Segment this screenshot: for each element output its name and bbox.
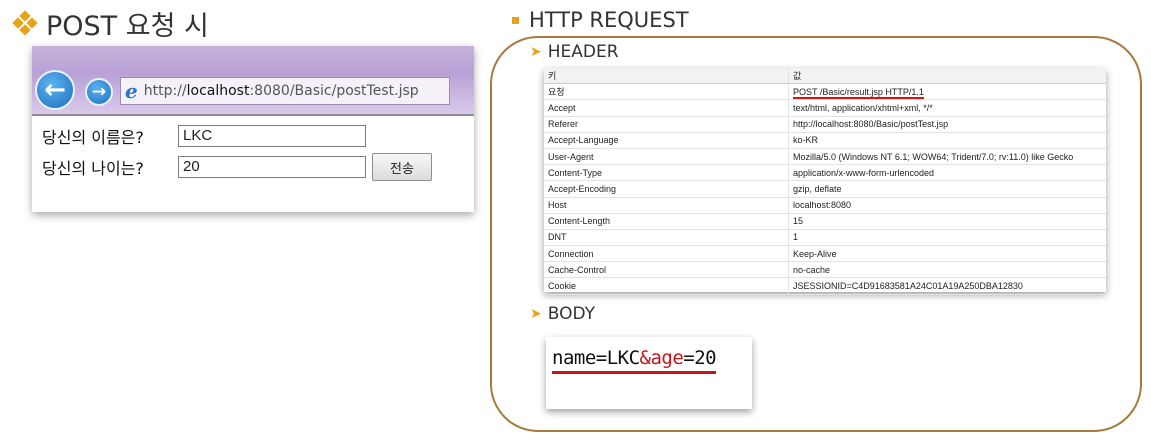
header-key-cell: 요청 xyxy=(544,83,789,101)
url-text: http://localhost:8080/Basic/postTest.jsp xyxy=(143,83,419,99)
header-section-title: ➤ HEADER xyxy=(530,42,619,62)
left-heading-text: POST 요청 시 xyxy=(46,10,209,42)
page-body: 당신의 이름은? LKC 당신의 나이는? 20 전송 xyxy=(32,114,474,181)
age-row: 당신의 나이는? 20 전송 xyxy=(42,153,474,181)
table-row: 요청 POST /Basic/result.jsp HTTP/1.1 xyxy=(544,83,1106,101)
header-value-cell: 15 xyxy=(788,213,1106,230)
column-header-key: 키 xyxy=(544,68,789,85)
body-title-text: BODY xyxy=(547,304,596,324)
name-row: 당신의 이름은? LKC xyxy=(42,122,474,150)
header-key-cell: DNT xyxy=(544,229,789,247)
header-key-cell: Accept-Language xyxy=(544,132,789,149)
body-content: name=LKC&age=20 xyxy=(552,347,717,374)
age-input[interactable]: 20 xyxy=(178,156,366,178)
ie-logo-icon: e xyxy=(125,79,138,103)
diamond-bullet-icon xyxy=(12,10,38,36)
header-key-cell: Cache-Control xyxy=(544,261,789,279)
header-value-cell: JSESSIONID=C4D91683581A24C01A19A250DBA12… xyxy=(788,277,1106,295)
table-header-row: 키 값 xyxy=(544,68,1106,85)
header-value-cell: localhost:8080 xyxy=(788,197,1106,214)
forward-arrow-icon[interactable]: → xyxy=(85,78,113,106)
body-part-age-key: &age xyxy=(639,347,684,369)
column-header-value: 값 xyxy=(788,68,1106,85)
arrow-bullet-icon: ➤ xyxy=(530,306,542,322)
name-input[interactable]: LKC xyxy=(178,125,366,147)
header-value-cell: no-cache xyxy=(788,261,1106,279)
header-key-cell: Accept xyxy=(544,99,789,117)
back-arrow-icon[interactable]: ← xyxy=(35,70,75,110)
header-value-cell: ko-KR xyxy=(788,132,1106,149)
header-value-cell: Keep-Alive xyxy=(788,245,1106,263)
request-line-highlight: POST /Basic/result.jsp HTTP/1.1 xyxy=(793,86,924,99)
header-key-cell: Connection xyxy=(544,245,789,263)
header-key-cell: Host xyxy=(544,197,789,214)
address-bar[interactable]: e http://localhost:8080/Basic/postTest.j… xyxy=(120,77,450,105)
header-value-cell: POST /Basic/result.jsp HTTP/1.1 xyxy=(788,83,1106,101)
name-label: 당신의 이름은? xyxy=(42,128,144,147)
body-section-title: ➤ BODY xyxy=(530,304,595,324)
header-key-cell: Cookie xyxy=(544,277,789,295)
browser-toolbar: ← → e http://localhost:8080/Basic/postTe… xyxy=(32,46,474,114)
header-value-cell: gzip, deflate xyxy=(788,180,1106,198)
body-panel: name=LKC&age=20 xyxy=(546,337,752,409)
header-key-cell: Content-Length xyxy=(544,213,789,230)
header-title-text: HEADER xyxy=(547,42,619,62)
body-part-age-value: =20 xyxy=(683,347,717,369)
age-label: 당신의 나이는? xyxy=(42,159,144,178)
header-key-cell: Referer xyxy=(544,116,789,133)
request-frame xyxy=(490,36,1142,432)
header-key-cell: Content-Type xyxy=(544,164,789,182)
arrow-bullet-icon: ➤ xyxy=(530,44,542,60)
body-part-name: name=LKC xyxy=(552,347,640,369)
header-key-cell: User-Agent xyxy=(544,148,789,166)
left-heading: POST 요청 시 xyxy=(12,6,209,42)
header-key-cell: Accept-Encoding xyxy=(544,180,789,198)
header-value-cell: 1 xyxy=(788,229,1106,247)
square-bullet-icon xyxy=(512,16,519,24)
submit-button[interactable]: 전송 xyxy=(372,153,432,181)
header-value-cell: text/html, application/xhtml+xml, */* xyxy=(788,99,1106,117)
header-value-cell: http://localhost:8080/Basic/postTest.jsp xyxy=(788,116,1106,133)
header-value-cell: application/x-www-form-urlencoded xyxy=(788,164,1106,182)
browser-window: ← → e http://localhost:8080/Basic/postTe… xyxy=(32,46,474,212)
header-value-cell: Mozilla/5.0 (Windows NT 6.1; WOW64; Trid… xyxy=(788,148,1106,166)
right-heading-text: HTTP REQUEST xyxy=(529,8,689,32)
right-heading: HTTP REQUEST xyxy=(512,6,689,34)
